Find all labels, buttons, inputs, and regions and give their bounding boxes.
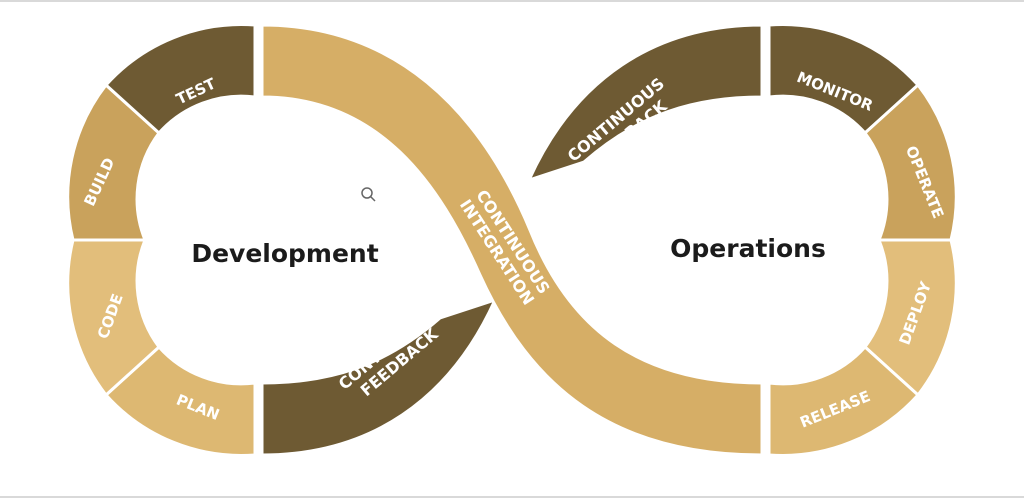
feedback-band-top xyxy=(526,23,764,183)
segment-test xyxy=(103,23,257,136)
top-frame-line xyxy=(0,0,1024,2)
operations-title: Operations xyxy=(670,234,826,263)
cursor-icon xyxy=(361,187,376,202)
development-title: Development xyxy=(191,239,378,268)
bottom-frame-line xyxy=(0,496,1024,498)
segment-release xyxy=(767,344,921,457)
integration-band xyxy=(260,23,764,457)
